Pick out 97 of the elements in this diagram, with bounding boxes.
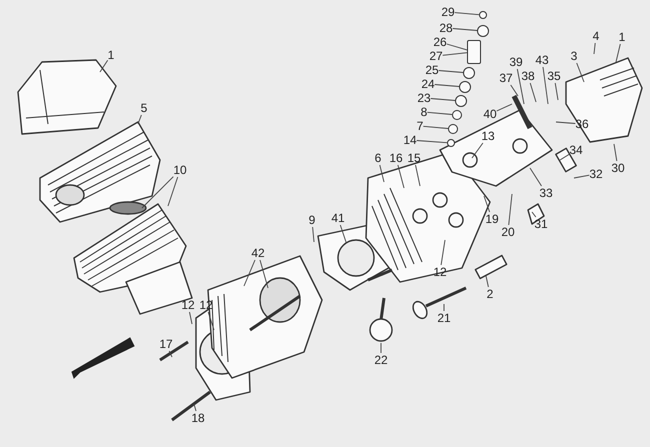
leader-line xyxy=(138,114,142,124)
callout-number: 27 xyxy=(429,49,443,63)
leader-line xyxy=(576,62,584,82)
callout-number: 4 xyxy=(592,29,600,43)
callout-number: 34 xyxy=(569,143,583,157)
leader-line xyxy=(397,164,404,188)
leader-line xyxy=(194,404,196,412)
washer xyxy=(447,139,455,147)
callout-number: 13 xyxy=(481,129,495,143)
leader-line xyxy=(312,226,314,242)
leader-line xyxy=(530,82,536,102)
leader-line xyxy=(100,60,108,72)
leader-line xyxy=(530,168,542,186)
washer xyxy=(452,110,462,120)
callout-number: 32 xyxy=(589,167,603,181)
callout-number: 1 xyxy=(618,30,626,44)
leader-line xyxy=(510,84,518,96)
leader-line xyxy=(614,144,618,162)
callout-number: 18 xyxy=(191,411,205,425)
callout-number: 28 xyxy=(439,21,453,35)
leader-line xyxy=(556,122,576,124)
leader-line xyxy=(446,44,468,50)
leader-line xyxy=(260,260,268,288)
leader-line xyxy=(208,312,214,330)
callout-number: 25 xyxy=(425,63,439,77)
leader-line xyxy=(340,224,346,242)
callout-number: 39 xyxy=(509,55,523,69)
washer xyxy=(459,81,471,93)
washer xyxy=(463,67,475,79)
callout-number: 12 xyxy=(181,298,195,312)
callout-number: 19 xyxy=(485,212,499,226)
callout-number: 40 xyxy=(483,107,497,121)
callout-number: 42 xyxy=(251,246,265,260)
leader-line xyxy=(422,126,448,129)
leader-line xyxy=(442,52,468,56)
callout-number: 2 xyxy=(486,287,494,301)
callout-number: 35 xyxy=(547,69,561,83)
callout-number: 41 xyxy=(331,211,345,225)
callout-number: 10 xyxy=(173,163,187,177)
leader-line xyxy=(496,104,512,112)
callout-number: 14 xyxy=(403,133,417,147)
callout-number: 1 xyxy=(108,48,114,62)
callout-number: 24 xyxy=(421,77,435,91)
callout-number: 31 xyxy=(534,217,548,231)
callout-number: 9 xyxy=(308,213,316,227)
callout-number: 38 xyxy=(521,69,535,83)
leader-line xyxy=(486,276,489,288)
spring xyxy=(467,40,481,64)
callout-number: 16 xyxy=(389,151,403,165)
callout-number: 30 xyxy=(611,161,625,175)
leader-line xyxy=(440,240,446,266)
washer xyxy=(455,95,467,107)
washer xyxy=(477,25,489,37)
callout-number: 6 xyxy=(374,151,382,165)
leader-line xyxy=(574,174,590,178)
leader-line xyxy=(430,98,456,101)
leader-line xyxy=(416,140,448,144)
leader-line xyxy=(484,196,490,212)
callout-number: 3 xyxy=(570,49,578,63)
callout-number: 26 xyxy=(433,35,447,49)
callout-number: 33 xyxy=(539,186,553,200)
leader-line xyxy=(516,68,524,104)
washer xyxy=(479,11,487,19)
callout-number: 8 xyxy=(420,105,428,119)
leader-line xyxy=(532,212,536,218)
leader-line xyxy=(142,176,174,208)
leader-line xyxy=(244,260,256,286)
leader-line xyxy=(168,176,178,206)
leader-line xyxy=(454,12,480,16)
callout-number: 37 xyxy=(499,71,513,85)
callout-number: 23 xyxy=(417,91,431,105)
leader-line xyxy=(426,112,452,115)
callout-number: 21 xyxy=(437,311,451,325)
leader-line xyxy=(189,312,192,324)
leader-line xyxy=(415,164,420,186)
leader-line xyxy=(542,66,548,104)
leader-line xyxy=(168,350,172,358)
leader-line xyxy=(554,82,558,100)
callout-number: 17 xyxy=(159,337,173,351)
leader-line xyxy=(508,194,512,226)
leader-line xyxy=(434,84,460,87)
washer xyxy=(448,124,458,134)
callout-number: 15 xyxy=(407,151,421,165)
callout-number: 29 xyxy=(441,5,455,19)
leader-line xyxy=(472,142,484,158)
leader-line xyxy=(560,154,570,160)
leader-line xyxy=(452,28,478,31)
leader-line xyxy=(594,42,596,54)
leader-line xyxy=(438,70,464,73)
leader-line xyxy=(616,44,621,62)
callout-number: 43 xyxy=(535,53,549,67)
leader-line xyxy=(380,342,382,354)
callout-number: 5 xyxy=(140,101,148,115)
callout-number: 20 xyxy=(501,225,515,239)
callout-number: 7 xyxy=(416,119,424,133)
leader-line xyxy=(379,164,384,182)
callout-number: 22 xyxy=(374,353,388,367)
